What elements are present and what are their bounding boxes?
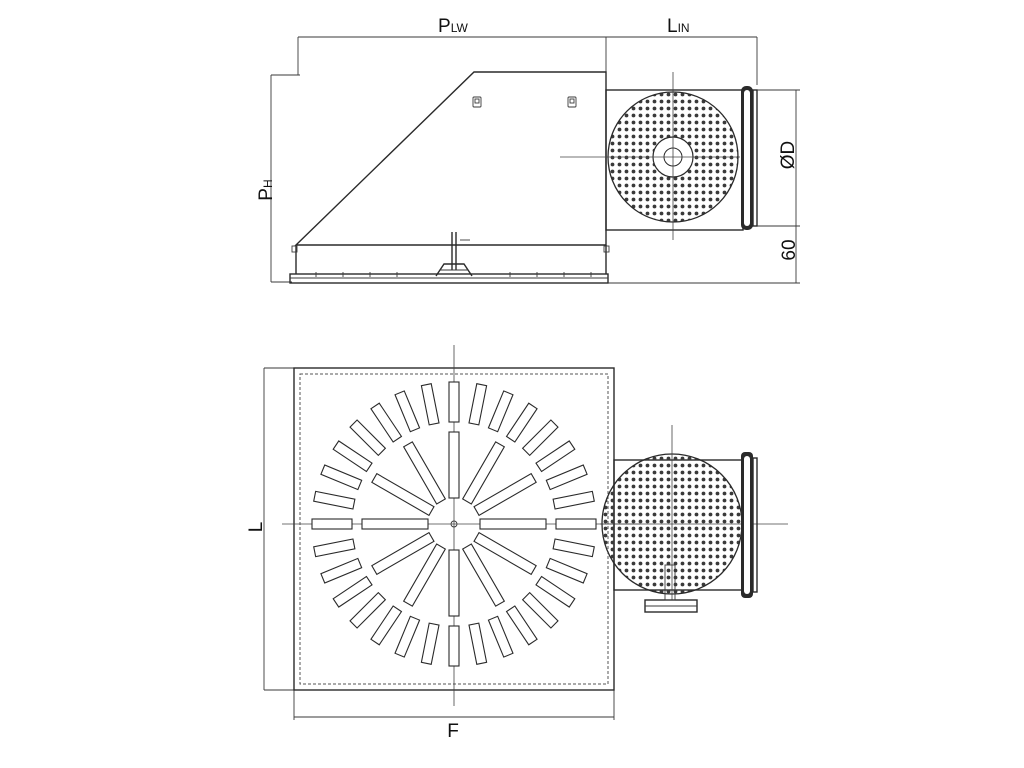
diffuser-slot	[473, 472, 537, 517]
diffuser-slot	[487, 390, 514, 433]
lin-dimension: LIN	[606, 16, 758, 85]
diffuser-slot	[311, 518, 353, 530]
sixty-label: 60	[779, 239, 800, 260]
diffuser-slot	[448, 625, 460, 667]
plenum-box-side	[289, 71, 610, 284]
diffuser-slot	[552, 490, 595, 510]
od-dimension: ØD	[757, 89, 800, 283]
diffuser-slot	[332, 440, 373, 473]
inlet-spigot-side	[560, 72, 758, 240]
diffuser-slot	[487, 615, 514, 658]
diffuser-slot	[320, 557, 363, 584]
diffuser-slot	[468, 622, 488, 665]
diffuser-slot	[313, 490, 356, 510]
diffuser-slot	[313, 538, 356, 558]
diffuser-slot	[473, 531, 537, 576]
plw-label: PLW	[438, 16, 468, 37]
diffuser-slot	[370, 605, 403, 646]
l-dimension: L	[246, 367, 294, 691]
diffuser-slot	[394, 390, 421, 433]
diffuser-slot	[349, 591, 387, 629]
swirl-slots	[311, 381, 597, 667]
diffuser-slot	[332, 575, 373, 608]
diffuser-slot	[545, 464, 588, 491]
diffuser-slot	[448, 431, 460, 499]
diffuser-slot	[370, 402, 403, 443]
diffuser-slot	[521, 591, 559, 629]
diffuser-slot	[479, 518, 547, 530]
diffuser-slot	[402, 543, 447, 607]
side-view: PLW LIN PH	[256, 16, 800, 284]
diffuser-slot	[461, 441, 506, 505]
diffuser-slot	[552, 538, 595, 558]
sixty-dimension: 60	[608, 239, 800, 284]
l-label: L	[246, 522, 267, 533]
diffuser-slot	[505, 605, 538, 646]
inlet-spigot-plan	[600, 425, 788, 613]
diffuser-slot	[505, 402, 538, 443]
diffuser-slot	[535, 440, 576, 473]
diffuser-slot	[461, 543, 506, 607]
diffuser-slot	[349, 419, 387, 457]
diffuser-face	[282, 345, 640, 706]
plan-view: L F	[246, 345, 788, 742]
diffuser-slot	[371, 531, 435, 576]
diffuser-slot	[521, 419, 559, 457]
ph-dimension: PH	[256, 74, 300, 283]
diffuser-slot	[420, 383, 440, 426]
f-dimension: F	[293, 690, 615, 742]
diffuser-slot	[535, 575, 576, 608]
ph-label: PH	[256, 179, 277, 200]
od-label: ØD	[778, 141, 799, 170]
diffuser-slot	[420, 622, 440, 665]
diffuser-slot	[448, 381, 460, 423]
diffuser-slot	[394, 615, 421, 658]
plw-dimension: PLW	[297, 16, 607, 75]
diffuser-slot	[402, 441, 447, 505]
diffuser-slot	[468, 383, 488, 426]
lin-label: LIN	[667, 16, 690, 37]
diffuser-slot	[545, 557, 588, 584]
diffuser-slot	[361, 518, 429, 530]
f-label: F	[447, 721, 459, 742]
diffuser-slot	[555, 518, 597, 530]
diffuser-slot	[320, 464, 363, 491]
diffuser-slot	[448, 549, 460, 617]
diffuser-slot	[371, 472, 435, 517]
